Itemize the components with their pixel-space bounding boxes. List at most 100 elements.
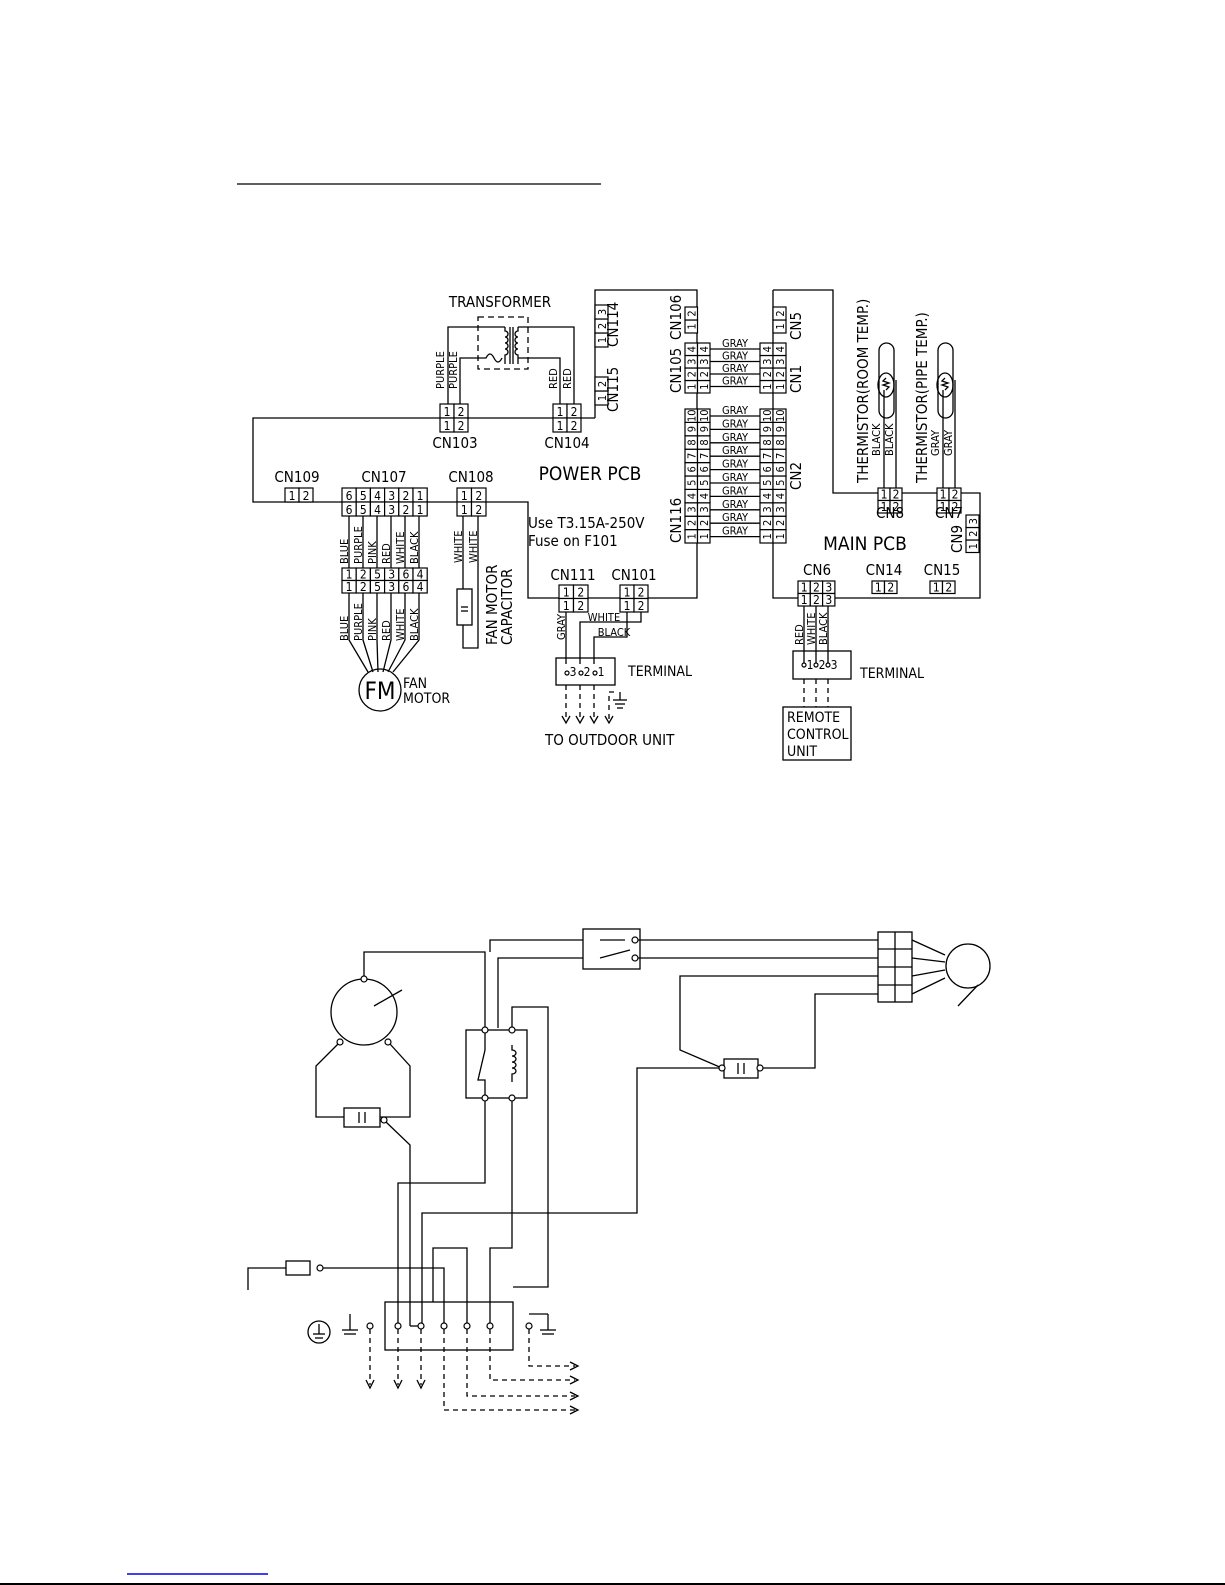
wire-color-label: GRAY xyxy=(722,511,749,524)
wire-color-label: GRAY xyxy=(929,429,942,456)
pin-number: 6 xyxy=(686,466,699,472)
pin-number: 2 xyxy=(967,531,980,537)
transformer-coil-icon xyxy=(504,327,509,364)
pin-number: 2 xyxy=(638,599,645,613)
remote-unit-label: UNIT xyxy=(787,744,817,760)
pin-number: 3 xyxy=(686,506,699,512)
connector-label: CN15 xyxy=(924,561,961,579)
pin-number: 1 xyxy=(940,488,947,502)
pin-number: 1 xyxy=(461,503,468,517)
pin-number: 2 xyxy=(402,489,409,503)
pin-number: 2 xyxy=(596,323,609,329)
wire-color-label: GRAY xyxy=(722,404,749,417)
pin-number: 6 xyxy=(346,503,353,517)
pin-number: 5 xyxy=(374,580,381,594)
pin-number: 4 xyxy=(374,503,381,517)
connector-label: CN111 xyxy=(550,566,595,584)
wire-color-label: GRAY xyxy=(722,417,749,430)
connector-label: CN101 xyxy=(611,566,656,584)
wire-color-label: PURPLE xyxy=(434,351,447,389)
pin-number: 6 xyxy=(774,466,787,472)
pipe-thermistor-label: THERMISTOR(PIPE TEMP.) xyxy=(913,312,931,484)
pin-number: 1 xyxy=(289,489,296,503)
wire-color-label: PINK xyxy=(366,618,379,641)
pin-number: 3 xyxy=(698,359,711,365)
pin-number: 2 xyxy=(761,520,774,526)
wire-color-label: GRAY xyxy=(722,498,749,511)
outdoor-dashed-leads xyxy=(565,685,614,720)
pin-number: 3 xyxy=(825,593,832,607)
arrow-icons xyxy=(365,1361,580,1415)
wire-color-label: BLACK xyxy=(598,626,631,639)
wire-color-label: WHITE xyxy=(394,532,407,564)
signal-wires xyxy=(710,348,760,538)
pin-number: 5 xyxy=(774,480,787,486)
pin-number: 2 xyxy=(475,489,482,503)
pin-number: 1 xyxy=(461,489,468,503)
terminal-pin-number: 2 xyxy=(819,658,826,672)
wire-color-label: GRAY xyxy=(722,431,749,444)
pin-number: 5 xyxy=(686,480,699,486)
connector-label: CN7 xyxy=(935,504,963,522)
connector-label: CN108 xyxy=(448,468,493,486)
pin-number: 5 xyxy=(374,568,381,582)
pin-number: 8 xyxy=(774,439,787,445)
wire-color-label: GRAY xyxy=(722,350,749,363)
main-pcb-outline xyxy=(772,289,981,599)
connector-label: CN114 xyxy=(604,302,622,347)
pin-number: 9 xyxy=(774,426,787,432)
pin-number: 4 xyxy=(698,346,711,352)
wire-color-label: GRAY xyxy=(555,613,568,640)
pin-number: 2 xyxy=(475,503,482,517)
pin-number: 10 xyxy=(698,409,711,422)
pin-number: 2 xyxy=(887,581,894,595)
pin-number: 1 xyxy=(774,323,787,329)
pin-number: 2 xyxy=(571,419,578,433)
pin-number: 2 xyxy=(813,593,820,607)
wire-color-label: BLACK xyxy=(870,423,883,456)
pin-number: 2 xyxy=(458,405,465,419)
terminal-pin-number: 1 xyxy=(598,665,605,679)
pin-number: 1 xyxy=(774,533,787,539)
fan-capacitor-icon xyxy=(723,1058,759,1079)
fan-capacitor-label: FAN MOTOR xyxy=(483,565,501,646)
pin-number: 4 xyxy=(417,568,424,582)
fan-motor-label: MOTOR xyxy=(403,691,450,707)
pin-number: 1 xyxy=(698,384,711,390)
fuse-note: Fuse on F101 xyxy=(528,532,618,550)
wire-color-label: GRAY xyxy=(722,375,749,388)
fan-motor-symbol: FM xyxy=(364,677,395,705)
compressor-icon xyxy=(330,978,398,1046)
pin-number: 3 xyxy=(388,580,395,594)
pin-number: 2 xyxy=(893,500,900,514)
pin-number: 3 xyxy=(774,359,787,365)
pin-number: 2 xyxy=(893,488,900,502)
connector-label: CN107 xyxy=(361,468,406,486)
connector-label: CN104 xyxy=(544,434,589,452)
fan-motor-label: FAN xyxy=(403,676,427,692)
pin-number: 3 xyxy=(698,506,711,512)
wire-color-label: GRAY xyxy=(942,429,955,456)
pin-number: 2 xyxy=(686,310,699,316)
pin-number: 1 xyxy=(801,581,808,595)
pin-number: 4 xyxy=(686,346,699,352)
pin-number: 1 xyxy=(563,586,570,600)
switch-icon xyxy=(582,928,641,970)
room-thermistor-label: THERMISTOR(ROOM TEMP.) xyxy=(854,299,872,484)
indoor-wiring-diagram xyxy=(252,289,981,761)
earth-icon xyxy=(307,1320,331,1344)
pin-number: 2 xyxy=(303,489,310,503)
pin-number: 1 xyxy=(417,489,424,503)
fuse-icon xyxy=(285,1260,311,1276)
pin-number: 3 xyxy=(388,568,395,582)
wire-color-label: GRAY xyxy=(722,362,749,375)
pin-number: 1 xyxy=(596,337,609,343)
